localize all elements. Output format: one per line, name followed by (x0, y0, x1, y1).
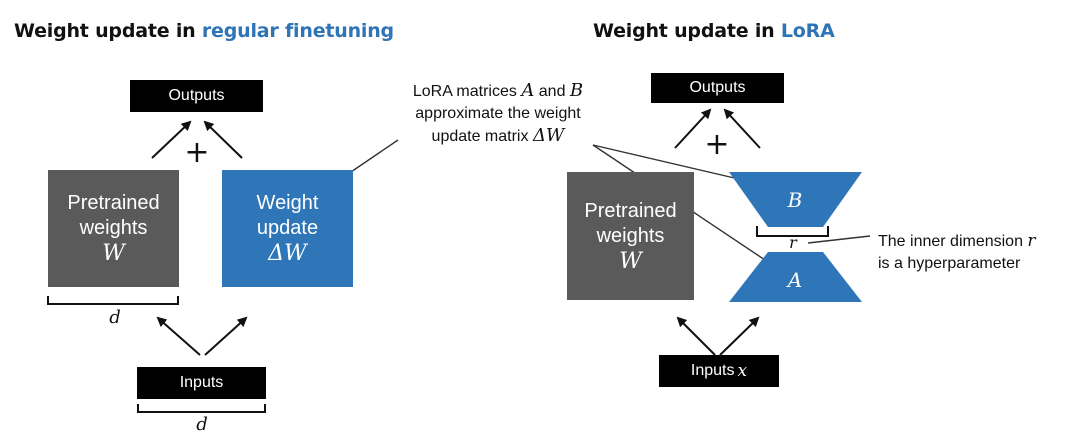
left-outputs-label: Outputs (168, 87, 225, 104)
annotation-line1-mid: and (534, 83, 570, 100)
weight-update-line2: update (256, 217, 319, 239)
rank-bracket (756, 226, 829, 237)
rank-label: r (789, 233, 797, 252)
right-outputs-box: Outputs (651, 73, 784, 103)
leader-to-weight-update (347, 139, 399, 175)
left-top-bracket (47, 296, 179, 305)
left-dim-label-bottom: d (196, 414, 208, 435)
right-pretrained-line1: Pretrained (584, 199, 677, 222)
right-arrow-to-outputs-1 (674, 108, 712, 149)
annotation-line3: update matrix ΔW (378, 125, 618, 148)
right-arrow-from-inputs-1 (676, 316, 716, 356)
right-inputs-box: Inputs x (659, 355, 779, 387)
inner-dim-line2: is a hyperparameter (878, 255, 1021, 272)
leader-to-rank-note (807, 235, 871, 244)
matrix-a-shape (729, 252, 862, 302)
annotation-line2: approximate the weight (415, 105, 581, 122)
right-pretrained-line2: weights (596, 224, 665, 247)
weight-update-symbol: ΔW (268, 241, 307, 266)
left-bottom-bracket (137, 404, 266, 413)
annotation-line1-pre: LoRA matrices (412, 83, 522, 100)
annotation-line1: LoRA matrices A and B (378, 80, 618, 103)
leader-to-matrix-b (592, 144, 761, 185)
inner-dim-var-r: r (1027, 231, 1036, 251)
inner-dimension-note: The inner dimension r is a hyperparamete… (878, 230, 1036, 275)
left-inputs-box: Inputs (137, 367, 266, 399)
left-arrow-from-inputs-2 (204, 316, 248, 356)
left-arrow-to-outputs-1 (151, 120, 192, 159)
left-plus-sign: + (184, 135, 210, 170)
left-arrow-to-outputs-2 (203, 120, 243, 159)
right-outputs-label: Outputs (689, 79, 746, 96)
right-pretrained-weights-block: Pretrained weights W (567, 172, 694, 300)
left-dim-label-top: d (109, 307, 121, 328)
annotation-symbol-b: B (569, 80, 584, 101)
right-title: Weight update in LoRA (593, 20, 835, 42)
right-title-prefix: Weight update in (593, 20, 781, 42)
right-plus-sign: + (704, 127, 730, 162)
left-pretrained-line2: weights (79, 217, 148, 239)
right-inputs-var-x: x (737, 361, 748, 381)
left-arrow-from-inputs-1 (156, 316, 201, 356)
weight-update-line1: Weight (256, 192, 319, 214)
left-title: Weight update in regular finetuning (14, 20, 394, 42)
left-pretrained-symbol: W (102, 241, 125, 266)
inner-dim-line1-pre: The inner dimension (878, 233, 1028, 250)
left-pretrained-weights-block: Pretrained weights W (48, 170, 179, 287)
lora-matrices-annotation: LoRA matrices A and B approximate the we… (378, 80, 618, 148)
right-inputs-label: Inputs (690, 362, 735, 379)
matrix-b-shape (729, 172, 862, 227)
right-title-accent: LoRA (780, 20, 835, 42)
inner-dim-line1: The inner dimension r (878, 230, 1036, 253)
left-outputs-box: Outputs (130, 80, 263, 112)
annotation-line3-pre: update matrix (431, 128, 533, 145)
left-inputs-label: Inputs (179, 374, 224, 391)
weight-update-block: Weight update ΔW (222, 170, 353, 287)
matrix-a-label: A (787, 268, 803, 292)
matrix-b-label: B (787, 188, 803, 212)
left-pretrained-line1: Pretrained (67, 192, 160, 214)
annotation-symbol-a: A (521, 80, 535, 101)
annotation-delta-w: ΔW (532, 125, 565, 146)
right-arrow-from-inputs-2 (719, 316, 760, 356)
right-arrow-to-outputs-2 (723, 108, 761, 149)
left-title-prefix: Weight update in (14, 20, 202, 42)
left-title-accent: regular finetuning (201, 20, 394, 42)
right-pretrained-symbol: W (619, 248, 642, 274)
